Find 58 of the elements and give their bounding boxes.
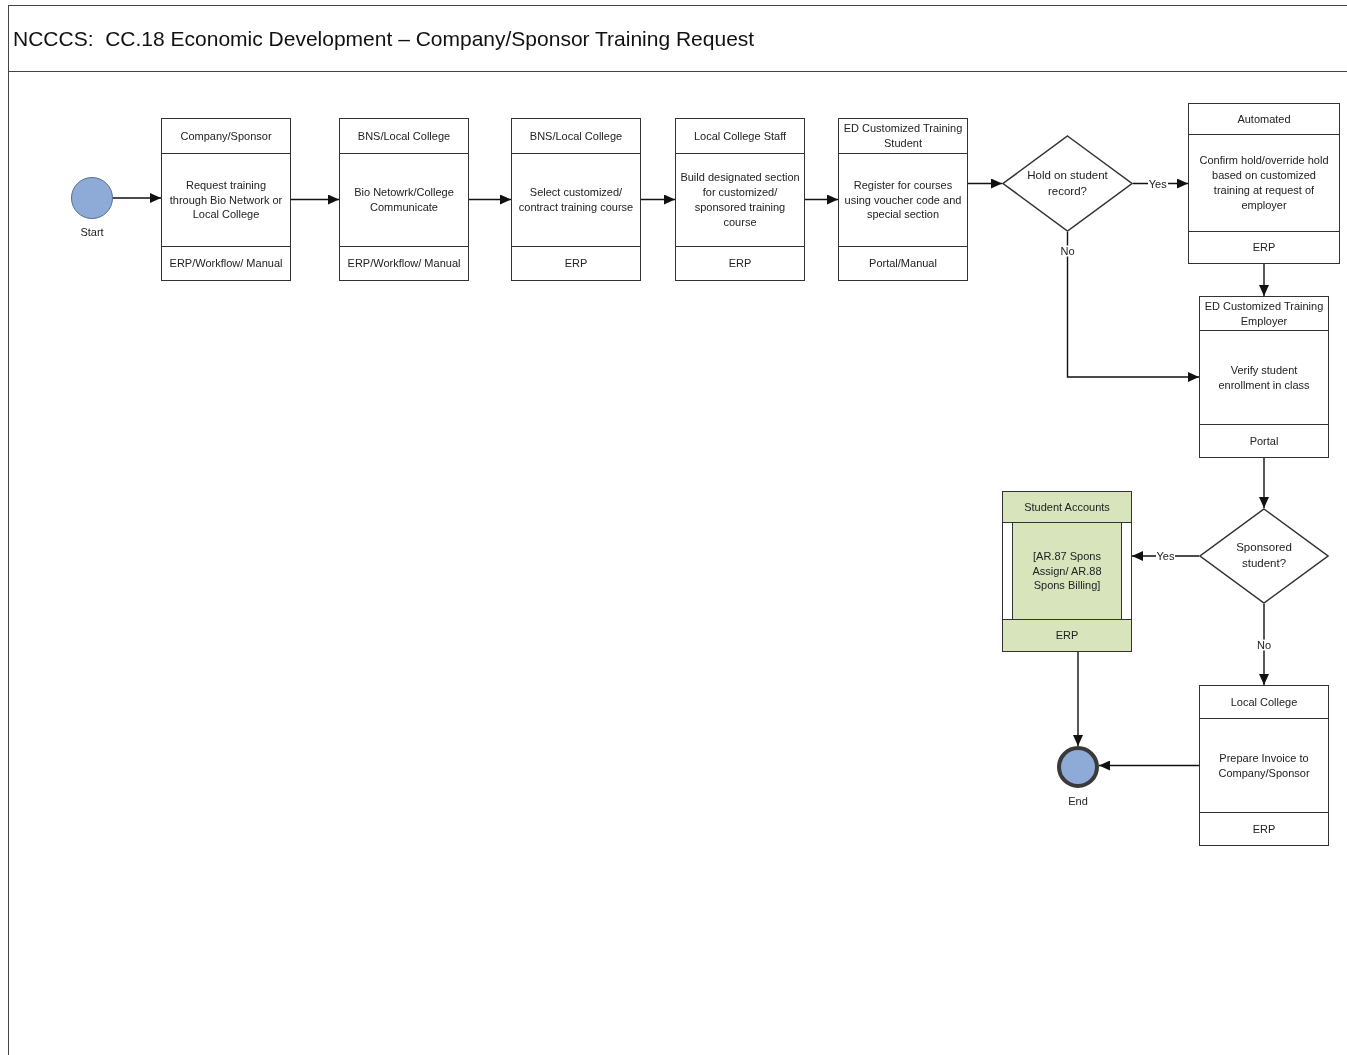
process-box <box>838 118 968 281</box>
process-box <box>339 118 469 281</box>
arrow <box>468 194 512 205</box>
arrow <box>804 194 839 205</box>
arrow <box>1073 651 1083 747</box>
system-label: ERP <box>1200 812 1328 845</box>
arrow <box>290 194 340 205</box>
step-text: Bio Netowrk/College Communicate <box>353 185 455 215</box>
step-text: Register for courses using voucher code and special section <box>843 177 963 223</box>
role-label: Local College <box>1200 686 1328 719</box>
arrow <box>967 178 1003 189</box>
process-box <box>511 118 641 281</box>
node-caption: End <box>1068 794 1088 809</box>
step-text: Request training through Bio Network or Local College <box>168 177 284 223</box>
system-label: Portal <box>1200 424 1328 457</box>
process-box <box>1002 491 1132 652</box>
role-label: Local College Staff <box>676 119 804 154</box>
edge-label: No <box>1059 245 1076 257</box>
process-box <box>675 118 805 281</box>
system-label: ERP <box>512 246 640 280</box>
step-text: Build designated section for customized/ sponsored training course <box>679 170 801 230</box>
arrow <box>1259 457 1269 509</box>
role-label: Company/Sponsor <box>162 119 290 154</box>
role-label: ED Customized Training Student <box>839 119 967 154</box>
role-label: Automated <box>1189 104 1339 135</box>
step-text: Prepare Invoice to Company/Sponsor <box>1217 750 1311 781</box>
process-box <box>1199 685 1329 846</box>
process-box <box>1199 296 1329 458</box>
role-label: BNS/Local College <box>512 119 640 154</box>
edge-label: Yes <box>1155 550 1176 562</box>
role-label: BNS/Local College <box>340 119 468 154</box>
step-text: Verify student enrollment in class <box>1217 362 1311 393</box>
system-label: ERP <box>1003 619 1131 651</box>
step-text: [AR.87 Spons Assign/ AR.88 Spons Billing] <box>1012 523 1122 619</box>
system-label: ERP/Workflow/ Manual <box>340 246 468 280</box>
step-text: Confirm hold/override hold based on customized training at request of employer <box>1198 153 1330 213</box>
diagram-title: NCCCS: CC.18 Economic Development – Company/Sponsor Training Request <box>13 25 755 52</box>
decision-question: Sponsored student? <box>1235 540 1293 571</box>
arrow <box>1066 231 1200 382</box>
decision-diamond <box>1199 508 1329 604</box>
arrow <box>640 194 676 205</box>
step-text: Select customized/ contract training course <box>517 185 635 215</box>
system-label: ERP <box>676 246 804 280</box>
node-caption: Start <box>80 225 104 240</box>
process-box <box>1188 103 1340 264</box>
arrow <box>1098 760 1200 771</box>
arrow <box>1259 263 1269 297</box>
process-box <box>161 118 291 281</box>
arrow <box>112 193 162 203</box>
arrow <box>1259 603 1269 686</box>
system-label: ERP/Workflow/ Manual <box>162 246 290 280</box>
system-label: ERP <box>1189 231 1339 263</box>
edge-label: No <box>1255 639 1273 650</box>
edge-label: Yes <box>1147 178 1168 189</box>
role-label: ED Customized Training Employer <box>1200 297 1328 331</box>
decision-diamond <box>1002 135 1133 232</box>
system-label: Portal/Manual <box>839 246 967 280</box>
decision-question: Hold on student record? <box>1026 168 1109 199</box>
